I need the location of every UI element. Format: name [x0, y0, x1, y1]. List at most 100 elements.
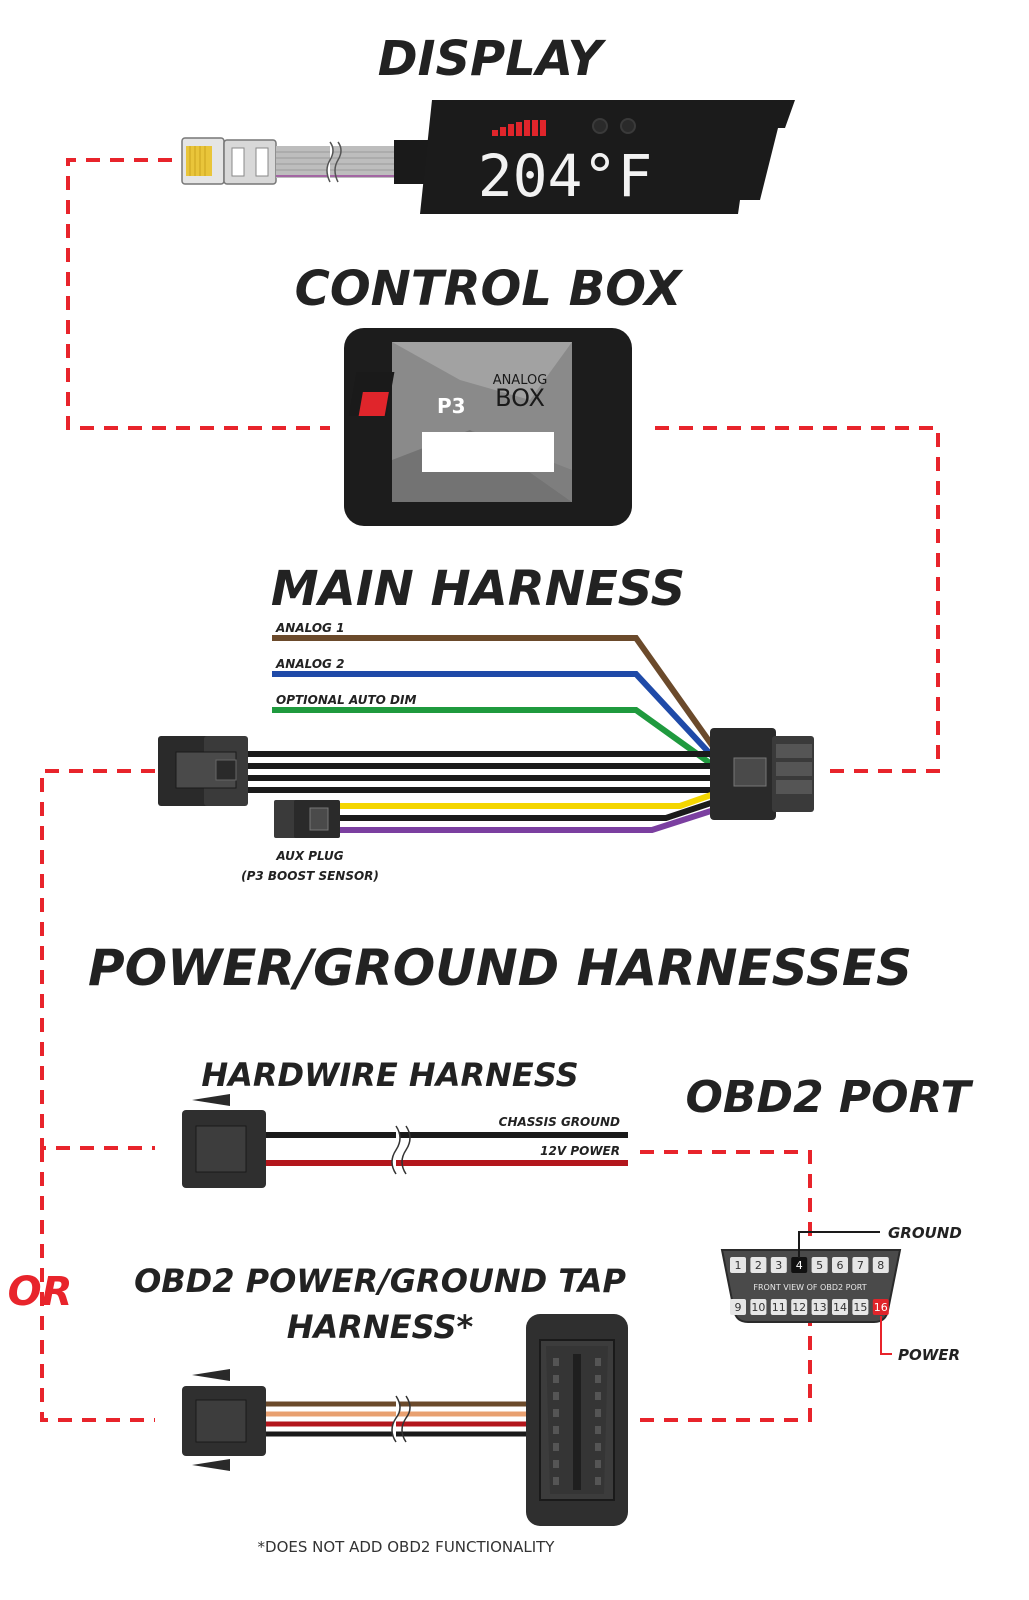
right-harness-connector — [710, 728, 814, 820]
left-harness-connector — [158, 736, 248, 806]
obd2-pin-label: 6 — [837, 1259, 844, 1272]
control-box-title: CONTROL BOX — [295, 261, 684, 317]
12v-power-label: 12V POWER — [540, 1144, 620, 1158]
hardwire-harness — [182, 1094, 628, 1188]
obd2-pin-label: 14 — [833, 1301, 847, 1314]
obd2-pin — [791, 1299, 808, 1315]
obd2-pin-label: 13 — [813, 1301, 827, 1314]
display-gauge: 204°F — [420, 100, 795, 214]
power-callout-line — [880, 1316, 892, 1355]
analog2-wire — [272, 671, 717, 761]
plug-pin-hole — [595, 1460, 601, 1468]
obd2-pin — [852, 1299, 869, 1315]
box-label-line2: BOX — [495, 384, 545, 412]
obd2-pin — [852, 1257, 869, 1273]
plug-pin-hole — [553, 1375, 559, 1383]
obd2-plug-pins — [553, 1354, 601, 1490]
analog2-label: ANALOG 2 — [275, 657, 344, 671]
button-icon — [620, 118, 636, 134]
obd2-pin-label: 1 — [735, 1259, 742, 1272]
harness-to-hardwire-line — [40, 769, 155, 1150]
obd2-pin — [730, 1257, 746, 1273]
plug-center-slot — [573, 1354, 581, 1490]
obd2-pin — [811, 1257, 828, 1273]
obd2-pin-label: 15 — [853, 1301, 867, 1314]
control-box: P3 ANALOG BOX — [344, 328, 632, 526]
p3-logo-icon: P3 — [348, 372, 466, 418]
power-label: POWER — [898, 1346, 960, 1364]
obd2-port-title: OBD2 PORT — [686, 1072, 974, 1123]
obd2-pin-label: 16 — [874, 1301, 888, 1314]
obd2-pin — [872, 1257, 889, 1273]
analog1-label: ANALOG 1 — [275, 621, 344, 635]
plug-pin-hole — [553, 1409, 559, 1417]
obd2-pin-label: 3 — [775, 1259, 782, 1272]
obd2-pin — [791, 1257, 808, 1273]
obd2-tap-title-line2: HARNESS* — [287, 1308, 474, 1346]
plug-pin-hole — [553, 1426, 559, 1434]
obd2-pin — [832, 1257, 848, 1273]
obd2-pin-label: 10 — [751, 1301, 765, 1314]
obd2-pin — [750, 1257, 767, 1273]
ground-callout-line — [798, 1231, 880, 1258]
box-label-line1: ANALOG — [493, 373, 548, 388]
obd2-tap-title: OBD2 POWER/GROUND TAP — [134, 1262, 626, 1300]
obd2-callouts — [798, 1231, 892, 1355]
harness-to-obd-tap-line — [40, 1148, 155, 1422]
tap-to-port-line — [640, 1322, 812, 1422]
aux-yellow-wire — [338, 791, 715, 809]
power-ground-title: POWER/GROUND HARNESSES — [88, 939, 912, 997]
obd2-male-plug — [526, 1314, 628, 1526]
plug-pin-hole — [595, 1409, 601, 1417]
plug-pin-hole — [595, 1443, 601, 1451]
ribbon-cable — [276, 140, 430, 184]
plug-pin-hole — [553, 1477, 559, 1485]
obd2-pin-label: 7 — [857, 1259, 864, 1272]
plug-pin-hole — [595, 1375, 601, 1383]
box-to-harness-line — [655, 426, 940, 773]
rj45-connector — [181, 137, 277, 185]
obd2-pin-label: 5 — [816, 1259, 823, 1272]
obd2-pin — [770, 1299, 787, 1315]
obd2-pin — [730, 1299, 746, 1315]
auto-dim-wire — [272, 707, 716, 769]
plug-pin-hole — [595, 1392, 601, 1400]
obd2-pin — [811, 1299, 828, 1315]
obd2-pin — [832, 1299, 848, 1315]
obd2-caption: FRONT VIEW OF OBD2 PORT — [753, 1283, 866, 1292]
plug-pin-hole — [553, 1358, 559, 1366]
label-sticker — [422, 432, 554, 472]
plug-pin-hole — [553, 1460, 559, 1468]
obd2-pin — [872, 1299, 889, 1315]
or-label: OR — [8, 1269, 73, 1315]
hardwire-title: HARDWIRE HARNESS — [201, 1056, 578, 1094]
p3-brand: P3 — [437, 394, 466, 418]
button-icon — [592, 118, 608, 134]
plug-pin-hole — [595, 1358, 601, 1366]
hardwire-to-port-line — [640, 1150, 812, 1240]
temperature-readout: 204°F — [478, 142, 653, 210]
aux-plug-sublabel: (P3 BOOST SENSOR) — [241, 869, 379, 883]
bar-indicator — [492, 120, 546, 136]
obd2-pin-label: 8 — [877, 1259, 884, 1272]
obd2-pin-label: 9 — [735, 1301, 742, 1314]
display-title: DISPLAY — [378, 31, 607, 87]
aux-purple-wire — [338, 807, 715, 833]
obd2-pin-label: 11 — [772, 1301, 786, 1314]
footnote: *DOES NOT ADD OBD2 FUNCTIONALITY — [258, 1538, 556, 1556]
obd2-pin-label: 2 — [755, 1259, 762, 1272]
analog1-wire — [272, 635, 717, 750]
display-to-box-line — [66, 158, 330, 430]
auto-dim-label: OPTIONAL AUTO DIM — [276, 693, 416, 707]
obd2-pin — [750, 1299, 767, 1315]
obd2-tap-harness — [182, 1369, 530, 1471]
aux-plug-connector — [274, 800, 340, 838]
plug-pin-hole — [553, 1443, 559, 1451]
main-harness-wires — [244, 635, 717, 833]
obd2-pin-label: 4 — [796, 1259, 803, 1272]
aux-plug-label: AUX PLUG — [275, 849, 343, 863]
